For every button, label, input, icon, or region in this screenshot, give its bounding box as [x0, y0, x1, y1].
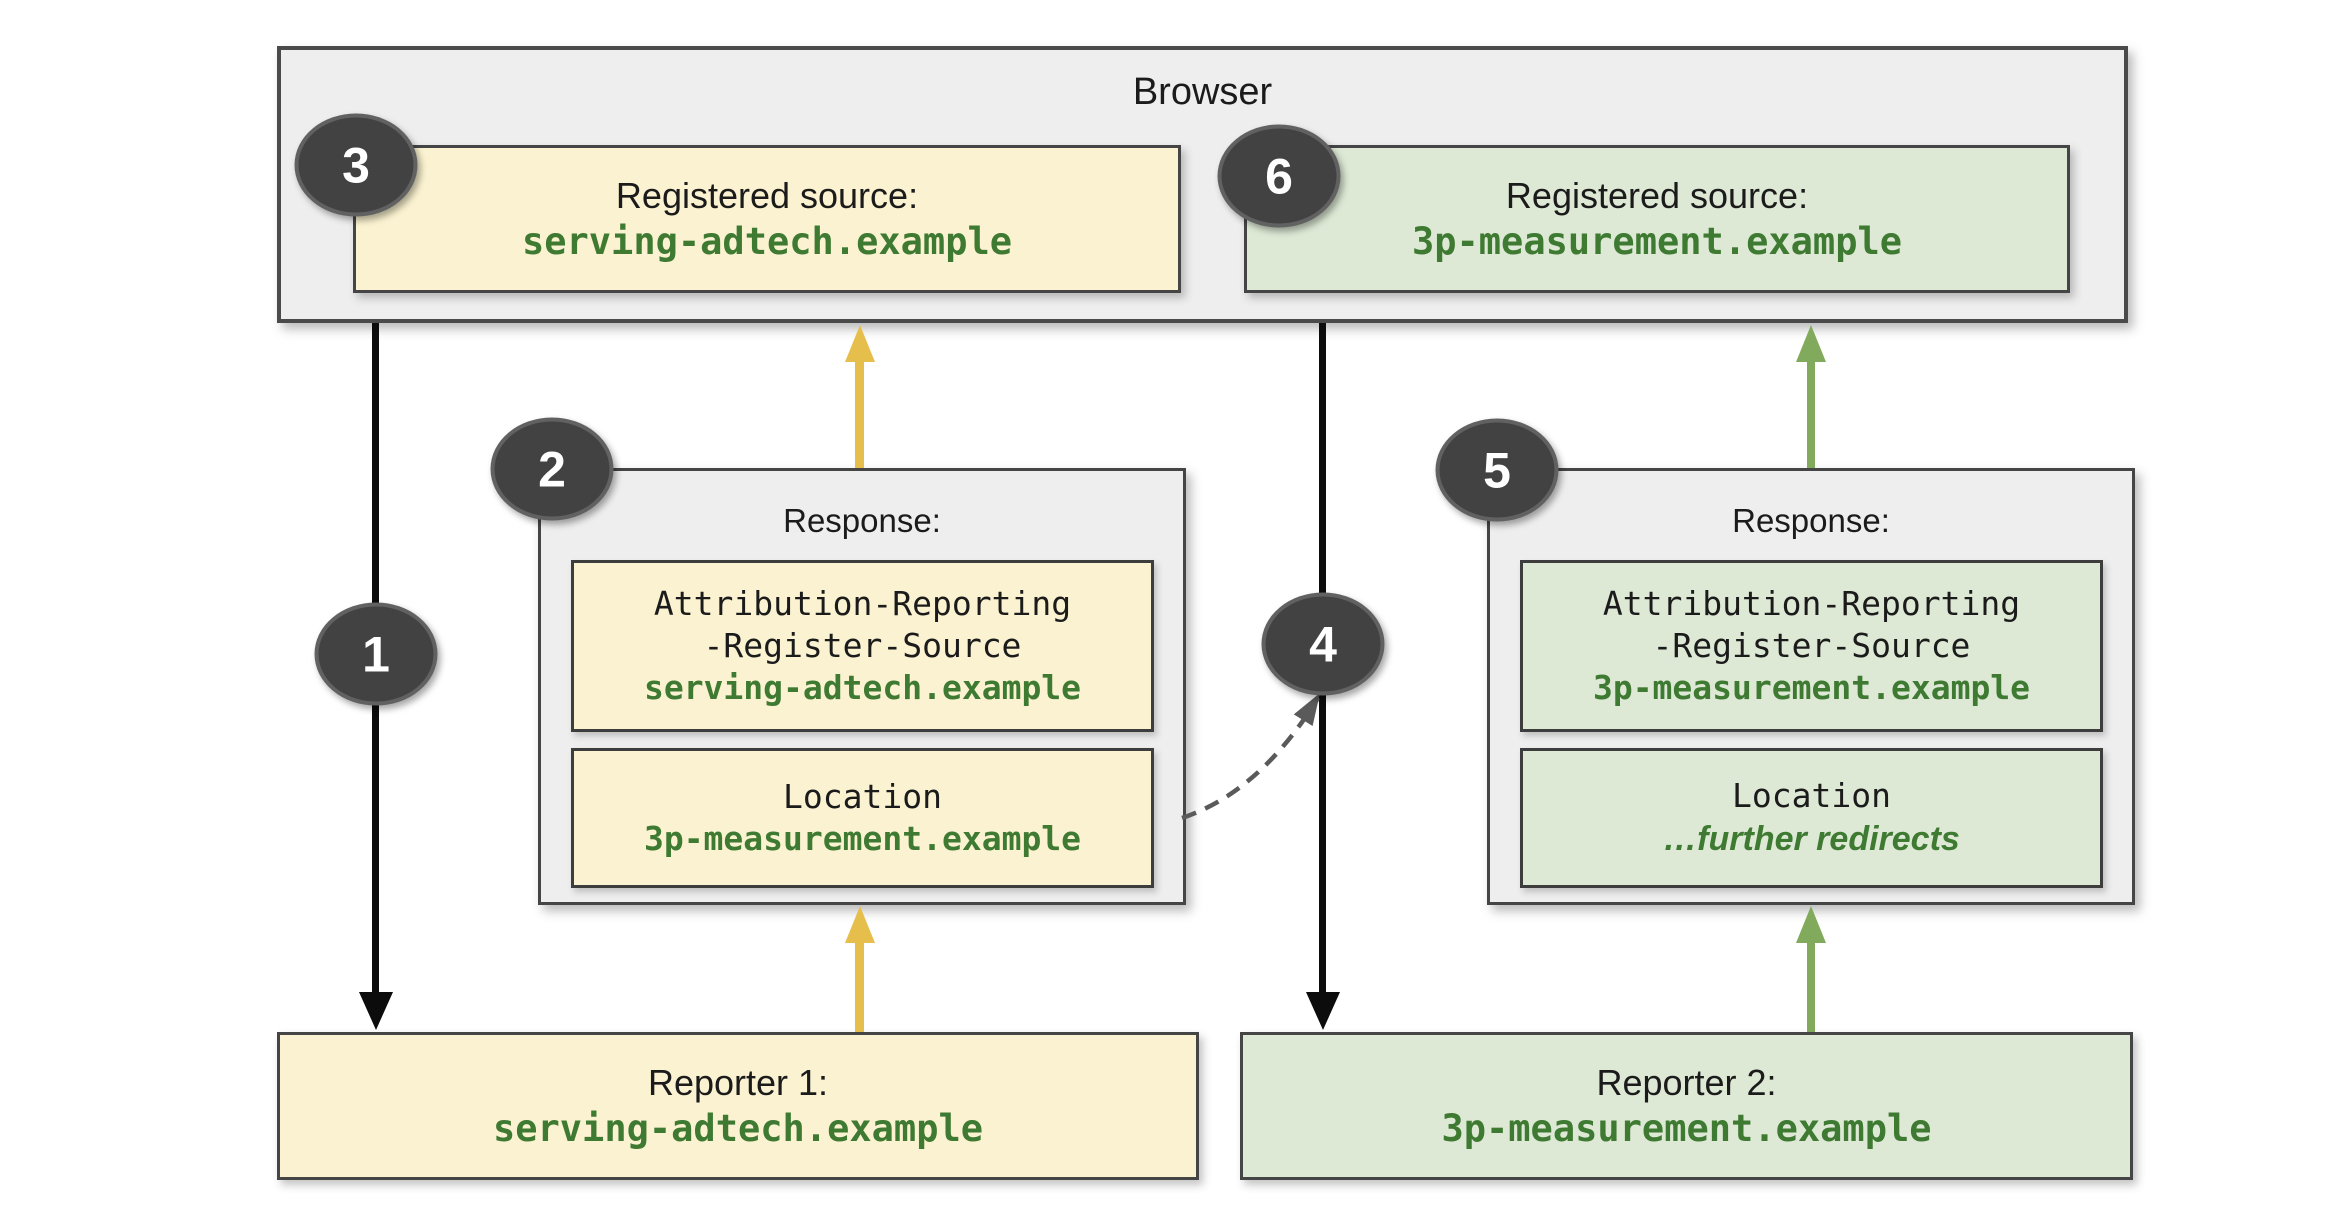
- registered-source-label-2: Registered source:: [1505, 175, 1809, 216]
- reporter-box-1: Reporter 1: serving-adtech.example: [277, 1032, 1199, 1180]
- location-label: Location: [1732, 776, 1891, 815]
- location-header-box-1: Location 3p-measurement.example: [571, 748, 1154, 888]
- location-value: 3p-measurement.example: [643, 819, 1082, 858]
- header-domain: 3p-measurement.example: [1592, 668, 2031, 707]
- registered-source-label-1: Registered source:: [615, 175, 919, 216]
- header-line: -Register-Source: [1652, 626, 1971, 665]
- reporter-domain-1: serving-adtech.example: [492, 1107, 984, 1150]
- response-box-1: Response: Attribution-Reporting -Registe…: [538, 468, 1186, 905]
- reporter-label-2: Reporter 2:: [1596, 1062, 1777, 1103]
- header-line: Attribution-Reporting: [653, 584, 1072, 623]
- arrow-step1-head-icon: [359, 992, 393, 1030]
- arrow-reporter2-to-response2-line: [1807, 942, 1815, 1032]
- arrow-response1-to-browser-head-icon: [845, 325, 875, 362]
- reporter-box-2: Reporter 2: 3p-measurement.example: [1240, 1032, 2133, 1180]
- arrow-reporter1-to-response1-head-icon: [845, 906, 875, 943]
- step-badge-1: 1: [314, 602, 438, 706]
- arrow-response2-to-browser-head-icon: [1796, 325, 1826, 362]
- register-source-header-box-2: Attribution-Reporting -Register-Source 3…: [1520, 560, 2103, 732]
- registered-source-box-2: Registered source: 3p-measurement.exampl…: [1244, 145, 2070, 293]
- step-badge-5: 5: [1435, 418, 1559, 522]
- location-value: …further redirects: [1663, 820, 1960, 858]
- registered-source-domain-2: 3p-measurement.example: [1411, 220, 1903, 263]
- location-header-box-2: Location …further redirects: [1520, 748, 2103, 888]
- step-badge-4: 4: [1261, 592, 1385, 696]
- location-label: Location: [783, 777, 942, 816]
- response-header-2: Response:: [1732, 502, 1890, 539]
- header-line: -Register-Source: [703, 626, 1022, 665]
- header-domain: serving-adtech.example: [643, 668, 1082, 707]
- arrow-step4-head-icon: [1306, 992, 1340, 1030]
- step-badge-2: 2: [490, 417, 614, 521]
- arrow-reporter1-to-response1-line: [855, 942, 864, 1032]
- step-badge-6: 6: [1217, 124, 1341, 228]
- header-line: Attribution-Reporting: [1602, 584, 2021, 623]
- reporter-domain-2: 3p-measurement.example: [1441, 1107, 1932, 1150]
- register-source-header-box-1: Attribution-Reporting -Register-Source s…: [571, 560, 1154, 732]
- registered-source-domain-1: serving-adtech.example: [521, 220, 1013, 263]
- redirect-curve-head-icon: [1293, 693, 1320, 726]
- reporter-label-1: Reporter 1:: [647, 1062, 829, 1103]
- browser-title: Browser: [1132, 71, 1273, 113]
- arrow-response1-to-browser-line: [855, 361, 864, 468]
- step-badge-3: 3: [294, 113, 418, 217]
- arrow-reporter2-to-response2-head-icon: [1796, 906, 1826, 943]
- arrow-response2-to-browser-line: [1807, 361, 1815, 468]
- registered-source-box-1: Registered source: serving-adtech.exampl…: [353, 145, 1181, 293]
- response-header-1: Response:: [783, 502, 941, 539]
- response-box-2: Response: Attribution-Reporting -Registe…: [1487, 468, 2135, 905]
